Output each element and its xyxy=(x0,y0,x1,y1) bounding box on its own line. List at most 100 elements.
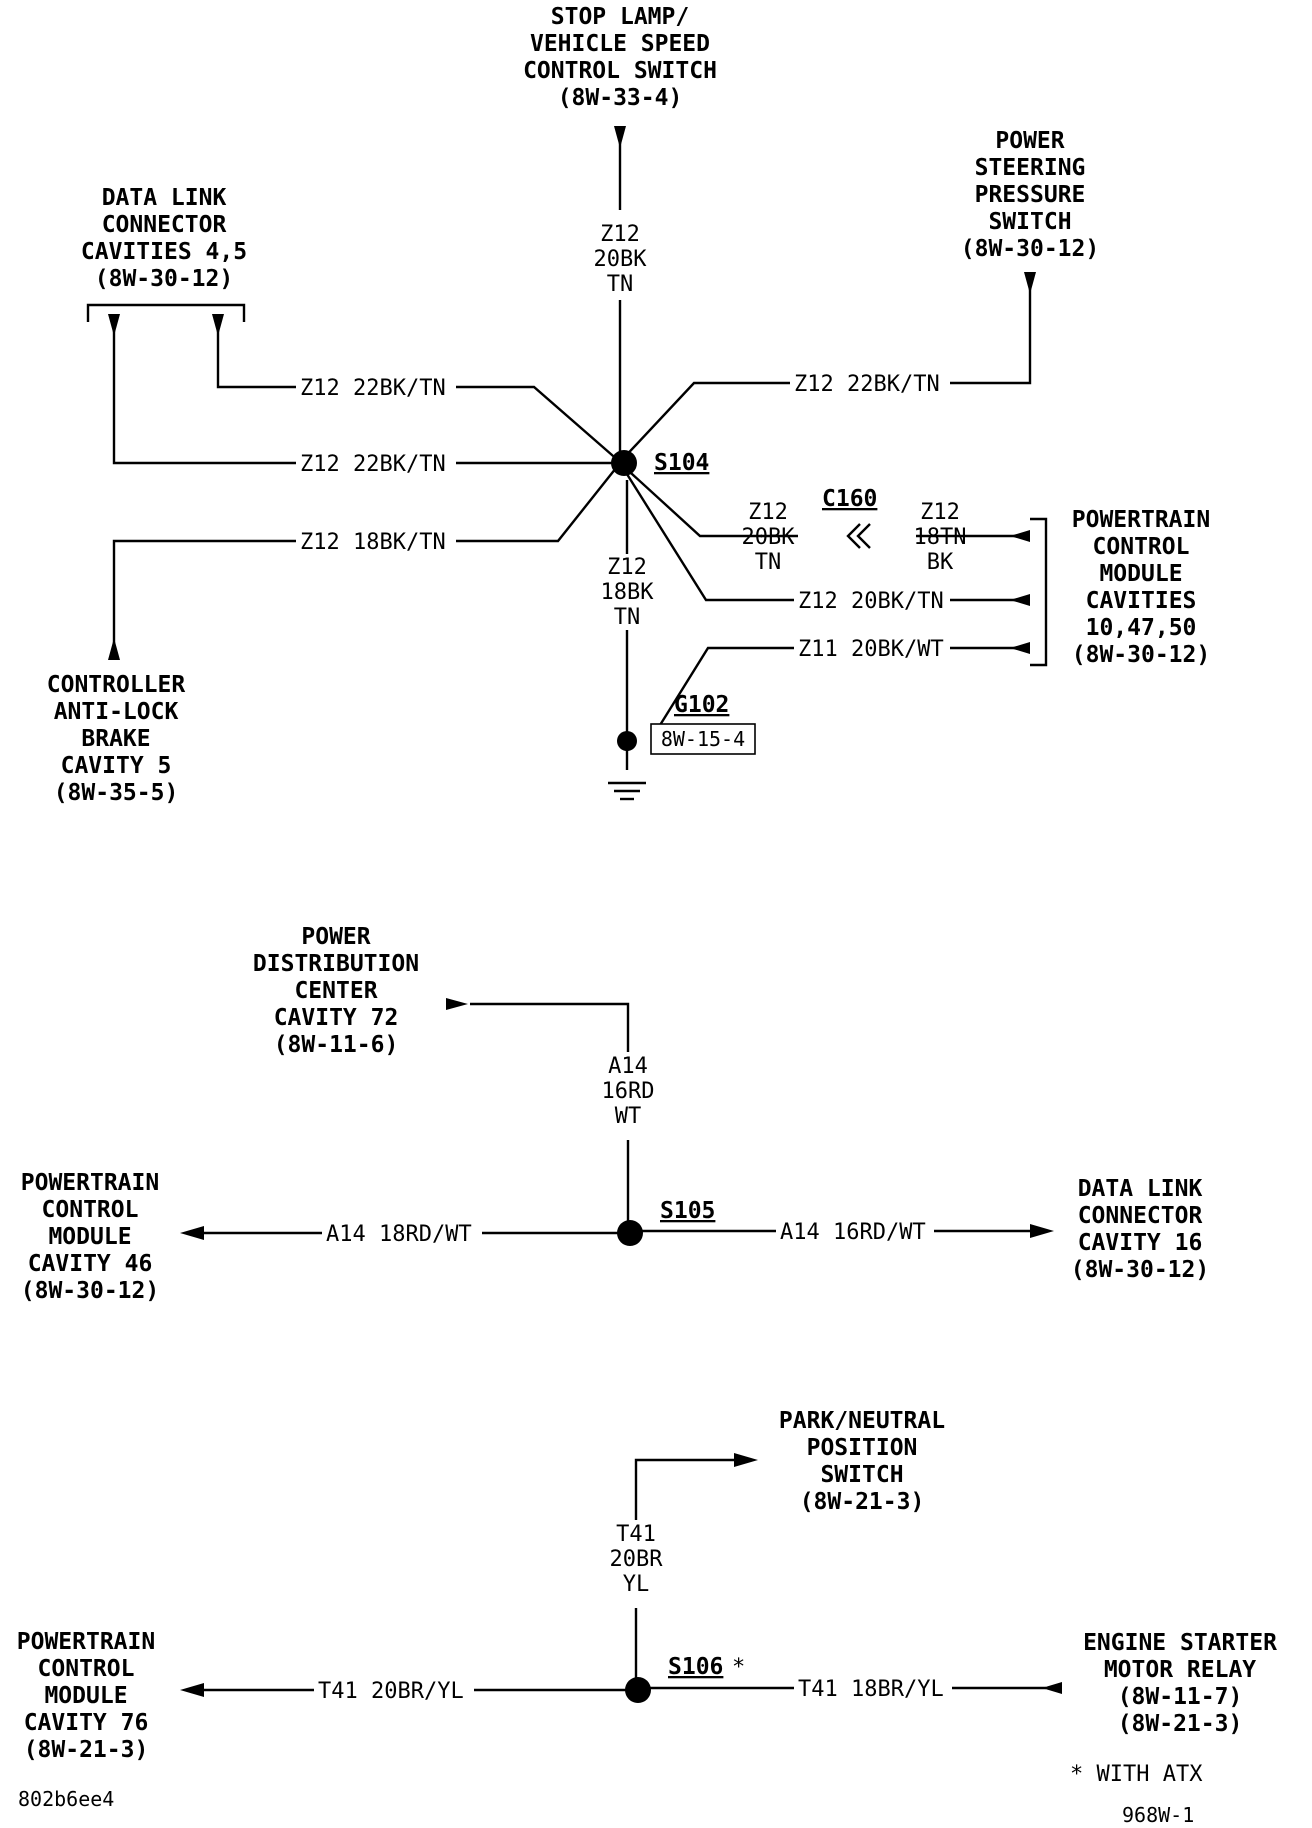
component-dlc-cavity-16: DATA LINK CONNECTOR CAVITY 16 (8W-30-12) xyxy=(1071,1176,1209,1283)
wire-a14-right xyxy=(632,1224,1054,1238)
wire-label: Z12 18BK/TN xyxy=(300,530,446,555)
svg-text:DATA LINK: DATA LINK xyxy=(102,185,227,211)
wire-label: T41 20BR/YL xyxy=(318,1679,464,1704)
arrow-icon xyxy=(614,126,626,148)
wire-abs xyxy=(108,462,621,660)
component-pcm-cavity-46: POWERTRAIN CONTROL MODULE CAVITY 46 (8W-… xyxy=(21,1170,159,1304)
wire-label-line: Z12 xyxy=(748,500,788,525)
svg-text:(8W-30-12): (8W-30-12) xyxy=(961,236,1099,262)
wire-label-line: Z12 xyxy=(600,222,640,247)
svg-text:MODULE: MODULE xyxy=(1099,561,1182,587)
wire-label: T41 18BR/YL xyxy=(798,1677,944,1702)
connector-c160-label: C160 xyxy=(822,486,877,512)
svg-text:BRAKE: BRAKE xyxy=(81,726,150,752)
svg-text:CAVITY 16: CAVITY 16 xyxy=(1078,1230,1203,1256)
svg-text:CONTROL: CONTROL xyxy=(1093,534,1190,560)
svg-text:(8W-21-3): (8W-21-3) xyxy=(24,1737,149,1763)
ground-ref-box xyxy=(650,723,756,755)
ground-ref: 8W-15-4 xyxy=(661,727,745,751)
svg-text:ENGINE STARTER: ENGINE STARTER xyxy=(1083,1630,1277,1656)
wire-dlc-upper xyxy=(212,314,621,463)
svg-text:PRESSURE: PRESSURE xyxy=(975,182,1086,208)
wire-label-line: 20BK xyxy=(594,247,648,272)
svg-text:DISTRIBUTION: DISTRIBUTION xyxy=(253,951,419,977)
wire-label-line: BK xyxy=(927,550,954,575)
splice-s106-label: S106 xyxy=(668,1654,723,1680)
svg-text:VEHICLE SPEED: VEHICLE SPEED xyxy=(530,31,710,57)
svg-text:(8W-30-12): (8W-30-12) xyxy=(95,266,233,292)
ground-label: G102 xyxy=(674,692,729,718)
wire-label-line: TN xyxy=(614,605,641,630)
wire-stop-lamp xyxy=(614,126,626,460)
svg-text:MODULE: MODULE xyxy=(44,1683,127,1709)
svg-text:MOTOR RELAY: MOTOR RELAY xyxy=(1104,1657,1256,1683)
wire-label: Z12 20BK/TN xyxy=(798,589,944,614)
wire-label: Z11 20BK/WT xyxy=(798,637,944,662)
svg-text:(8W-11-6): (8W-11-6) xyxy=(274,1032,399,1058)
svg-text:CONNECTOR: CONNECTOR xyxy=(1078,1203,1203,1229)
wire-label: Z12 22BK/TN xyxy=(300,452,446,477)
wire-label: Z12 22BK/TN xyxy=(794,372,940,397)
arrow-icon xyxy=(1010,594,1030,606)
svg-text:(8W-30-12): (8W-30-12) xyxy=(1072,642,1210,668)
svg-text:(8W-30-12): (8W-30-12) xyxy=(21,1278,159,1304)
arrow-icon xyxy=(1010,642,1030,654)
svg-text:CAVITY 5: CAVITY 5 xyxy=(61,753,172,779)
note-with-atx: * WITH ATX xyxy=(1070,1762,1203,1787)
connector-c160-chevron xyxy=(846,523,861,549)
svg-text:(8W-30-12): (8W-30-12) xyxy=(1071,1257,1209,1283)
wire-pcm-mid xyxy=(618,462,1030,606)
splice-s104-dot xyxy=(611,450,637,476)
svg-text:CAVITIES 4,5: CAVITIES 4,5 xyxy=(81,239,247,265)
splice-s104-label: S104 xyxy=(654,450,709,476)
component-dlc-cavities-45: DATA LINK CONNECTOR CAVITIES 4,5 (8W-30-… xyxy=(81,185,247,292)
svg-text:DATA LINK: DATA LINK xyxy=(1078,1176,1203,1202)
wire-pcm-z11 xyxy=(650,642,1030,739)
svg-text:MODULE: MODULE xyxy=(48,1224,131,1250)
wire-label: A14 16RD/WT xyxy=(780,1220,926,1245)
arrow-icon xyxy=(1010,530,1030,542)
wire-label-line: 18BK xyxy=(601,580,655,605)
wire-a14-vertical xyxy=(446,998,630,1232)
wire-dlc-lower xyxy=(108,314,620,465)
arrow-icon xyxy=(180,1226,204,1240)
svg-text:ANTI-LOCK: ANTI-LOCK xyxy=(54,699,179,725)
wire-label-line: Z12 xyxy=(920,500,960,525)
splice-s105-dot xyxy=(617,1220,643,1246)
wire-label-line: 20BR xyxy=(610,1547,664,1572)
image-id: 802b6ee4 xyxy=(18,1787,114,1811)
svg-text:PARK/NEUTRAL: PARK/NEUTRAL xyxy=(779,1408,945,1434)
pcm-bracket xyxy=(1030,517,1048,667)
svg-text:10,47,50: 10,47,50 xyxy=(1086,615,1197,641)
dlc-bracket xyxy=(86,303,246,322)
svg-text:STEERING: STEERING xyxy=(975,155,1086,181)
svg-text:POWERTRAIN: POWERTRAIN xyxy=(17,1629,155,1655)
wire-label: Z12 22BK/TN xyxy=(300,376,446,401)
wire-label-line: Z12 xyxy=(607,555,647,580)
wire-label-line: 20BK xyxy=(742,525,796,550)
svg-text:POWERTRAIN: POWERTRAIN xyxy=(21,1170,159,1196)
svg-text:CAVITY 46: CAVITY 46 xyxy=(28,1251,153,1277)
wire-label-line: T41 xyxy=(616,1522,656,1547)
wire-label-line: TN xyxy=(607,272,634,297)
svg-text:CONTROL: CONTROL xyxy=(42,1197,139,1223)
wire-label-line: 18TN xyxy=(914,525,967,550)
svg-text:STOP LAMP/: STOP LAMP/ xyxy=(551,4,689,30)
svg-text:POSITION: POSITION xyxy=(807,1435,918,1461)
wire-label-line: YL xyxy=(623,1572,650,1597)
arrow-icon xyxy=(108,314,120,336)
wire-a14-left xyxy=(180,1226,628,1240)
svg-text:CONTROLLER: CONTROLLER xyxy=(47,672,186,698)
wire-label-line: TN xyxy=(755,550,782,575)
svg-text:(8W-35-5): (8W-35-5) xyxy=(54,780,179,806)
svg-text:POWER: POWER xyxy=(995,128,1064,154)
component-starter-relay: ENGINE STARTER MOTOR RELAY (8W-11-7) (8W… xyxy=(1083,1630,1277,1737)
svg-text:POWERTRAIN: POWERTRAIN xyxy=(1072,507,1210,533)
svg-text:CONTROL: CONTROL xyxy=(38,1656,135,1682)
arrow-icon xyxy=(1024,272,1036,294)
wire-t41-vertical xyxy=(634,1453,758,1690)
svg-text:CONTROL SWITCH: CONTROL SWITCH xyxy=(523,58,717,84)
arrow-icon xyxy=(108,638,120,660)
